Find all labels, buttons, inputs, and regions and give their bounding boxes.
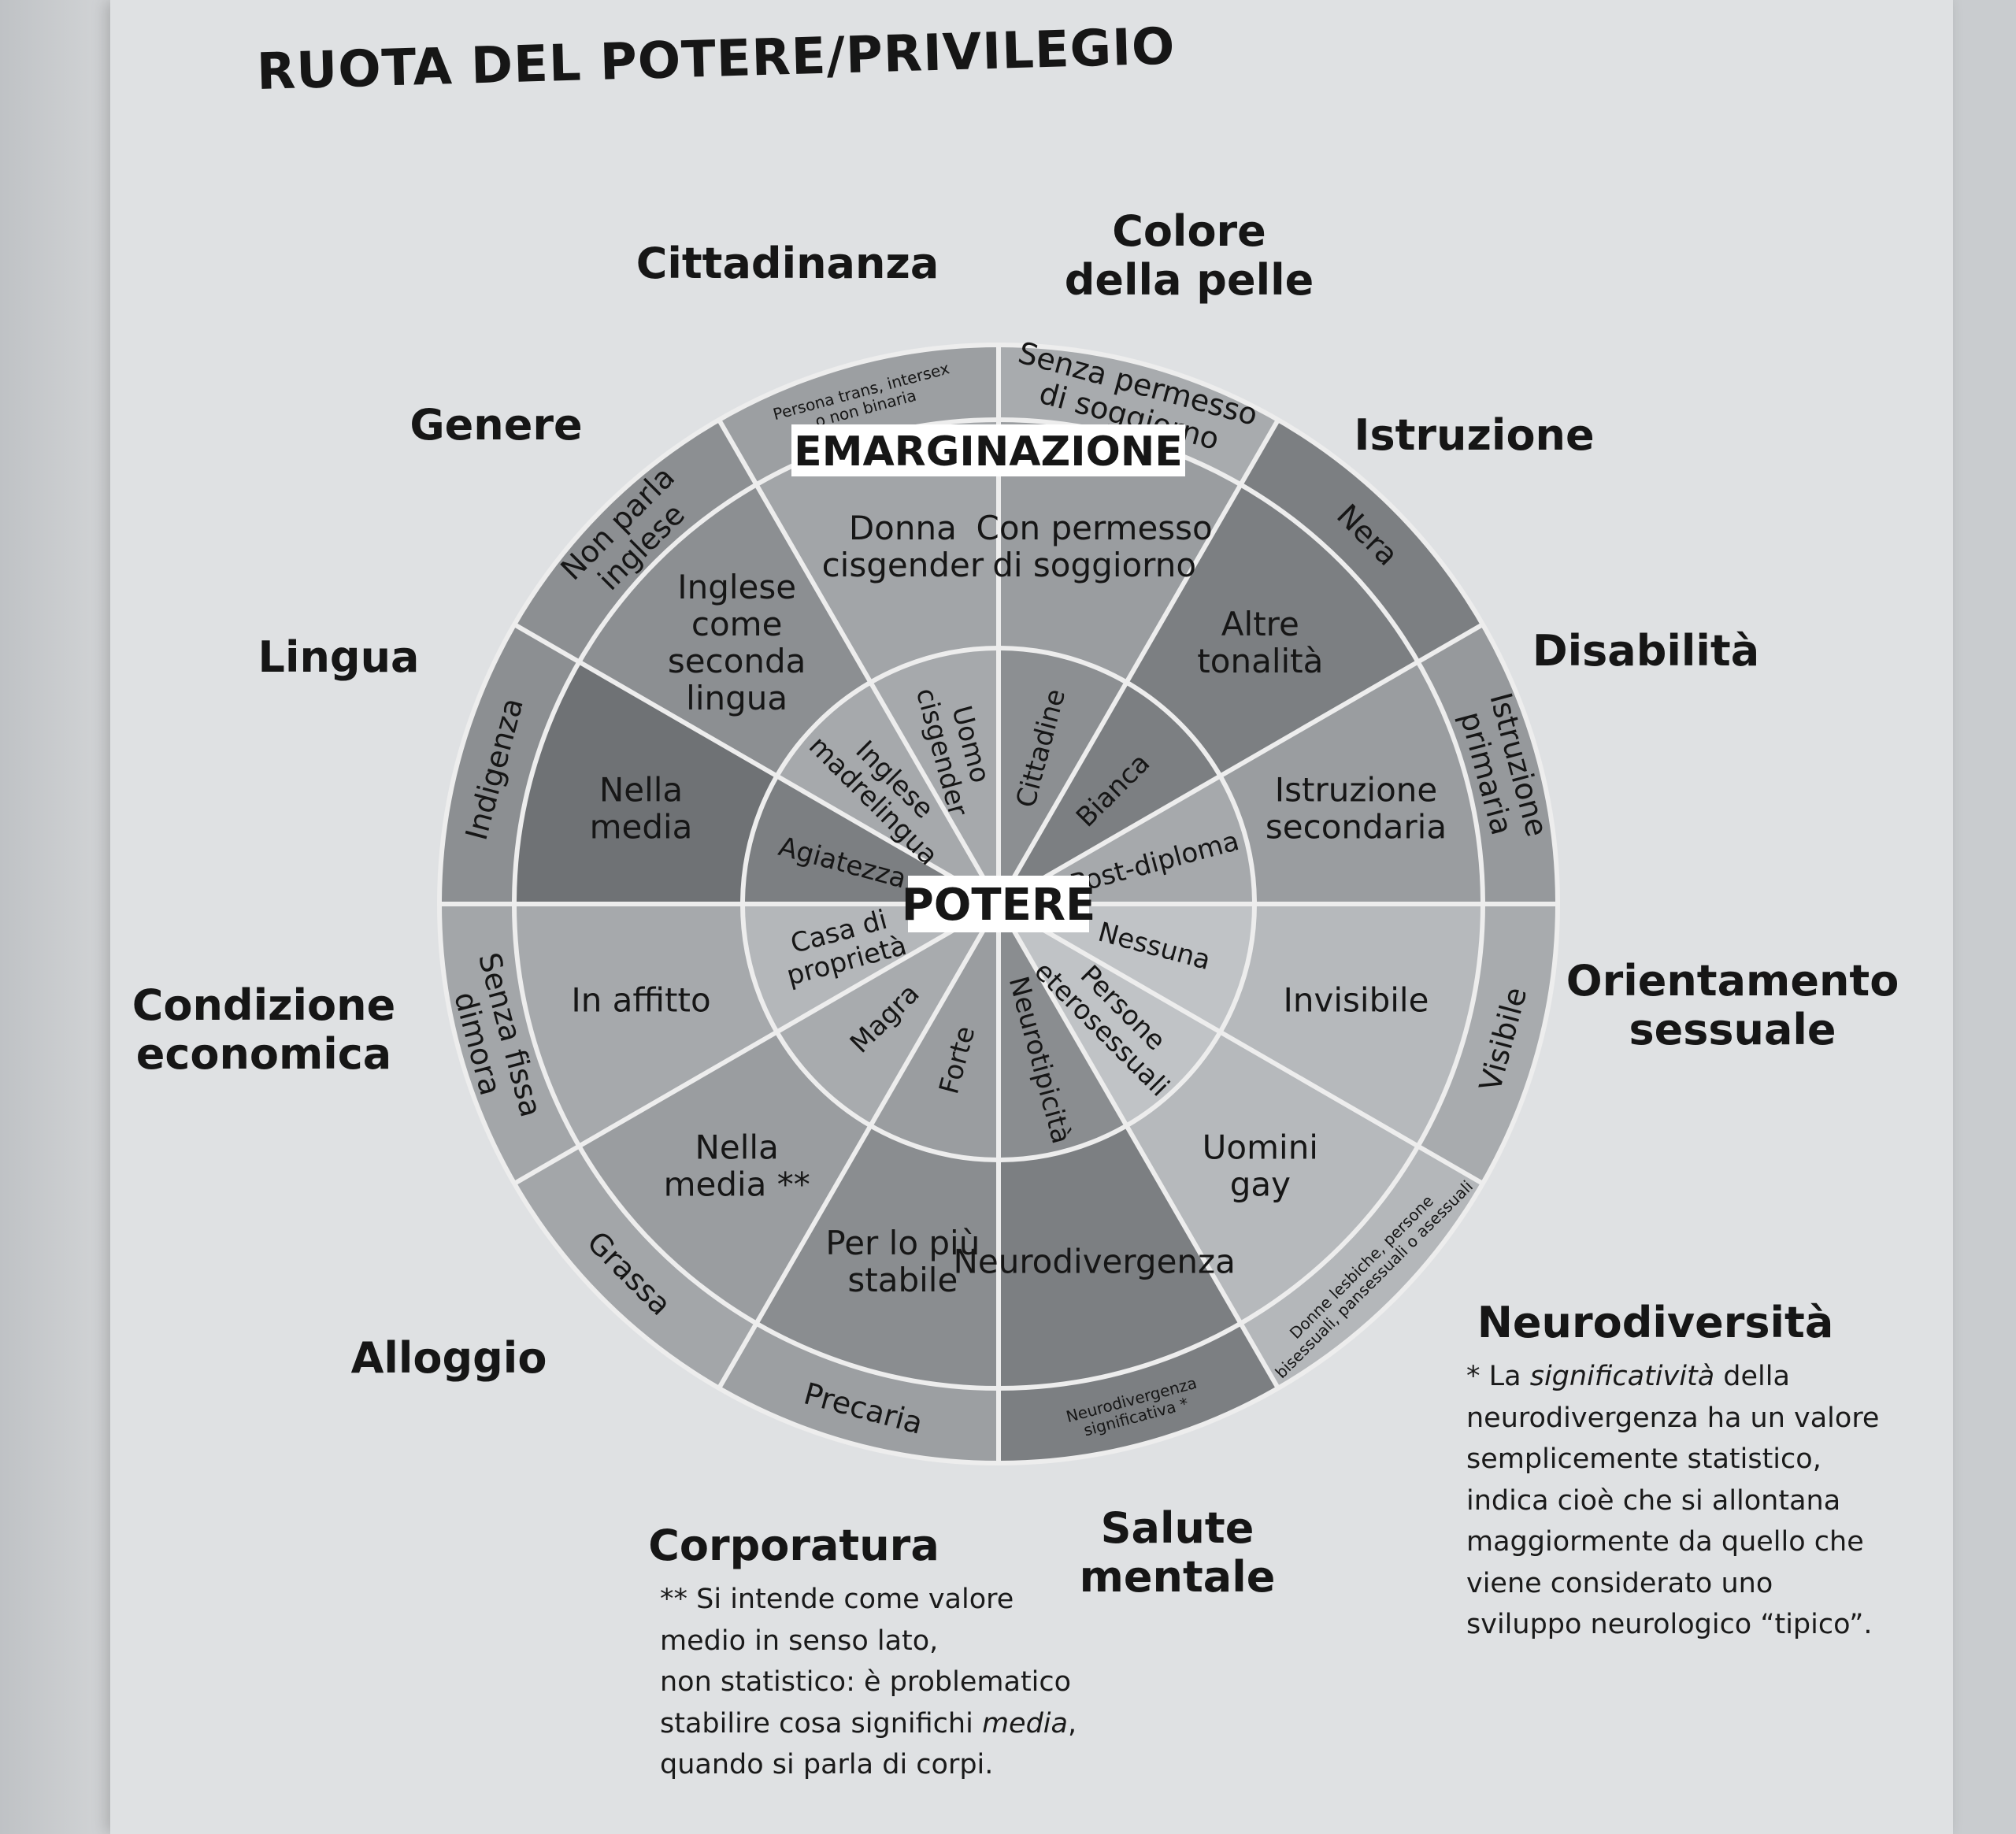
inner-wedge xyxy=(776,682,999,904)
spoke-line xyxy=(513,902,1000,1186)
middle-wedge xyxy=(999,420,1241,683)
center-label: POTERE xyxy=(902,880,1095,931)
spoke-line xyxy=(513,622,1000,906)
middle-wedge xyxy=(756,1125,999,1388)
inner-wedge xyxy=(999,682,1221,904)
inner-wedge xyxy=(999,776,1254,904)
middle-wedge xyxy=(514,904,777,1147)
outer-wedge xyxy=(999,345,1278,485)
outer-wedge xyxy=(719,1323,999,1463)
outer-wedge xyxy=(439,624,580,904)
spoke-line xyxy=(717,902,1001,1390)
spoke-line xyxy=(997,902,1484,1186)
footnote-line: ** Si intende come valore xyxy=(660,1584,1014,1615)
footnote-line: stabilire cosa significhi media, xyxy=(660,1707,1077,1740)
body-size-footnote: ** Si intende come valore medio in senso … xyxy=(660,1579,1077,1786)
footnote-line: medio in senso lato, xyxy=(660,1625,939,1657)
footnote-line: * La significatività della xyxy=(1466,1361,1790,1392)
category-neurodiversita: Neurodiversità xyxy=(1477,1297,1834,1347)
center-badge-bg xyxy=(908,876,1089,932)
middle-wedge xyxy=(514,661,777,904)
middle-wedge xyxy=(756,420,999,683)
category-istruzione: Istruzione xyxy=(1354,409,1595,460)
middle-wedge xyxy=(999,1125,1241,1388)
middle-label-neurodivergenza: Neurodivergenza xyxy=(953,1243,1235,1281)
outer-wedge xyxy=(439,904,580,1184)
inner-wedge xyxy=(999,904,1127,1160)
outer-wedge xyxy=(1240,1146,1483,1388)
category-alloggio: Alloggio xyxy=(350,1332,547,1383)
outer-wedge xyxy=(1418,624,1558,904)
outer-wedge xyxy=(1240,420,1483,662)
category-cittadinanza: Cittadinanza xyxy=(636,238,939,288)
footnote-line: sviluppo neurologico “tipico”. xyxy=(1466,1609,1873,1640)
inner-wedge xyxy=(999,904,1254,1032)
category-lingua: Lingua xyxy=(258,632,420,682)
inner-wedge xyxy=(743,776,999,904)
outer-wedge xyxy=(514,420,757,662)
spoke-line xyxy=(996,418,1280,906)
outer-badge-bg xyxy=(791,424,1185,476)
spoke-line xyxy=(717,418,1001,906)
footnote-line: non statistico: è problematico xyxy=(660,1666,1072,1698)
middle-label-invisibile: Invisibile xyxy=(1284,980,1429,1019)
spoke-line xyxy=(997,622,1484,906)
outer-wedge xyxy=(514,1146,757,1388)
category-genere: Genere xyxy=(410,399,583,450)
outer-ring-label: EMARGINAZIONE xyxy=(794,428,1183,476)
inner-wedge xyxy=(743,904,999,1032)
inner-wedge xyxy=(870,904,999,1160)
footnote-line: maggiormente da quello che xyxy=(1466,1526,1864,1558)
neurodiversity-footnote: * La significatività della neurodivergenz… xyxy=(1466,1356,1879,1646)
footnote-line: viene considerato uno xyxy=(1466,1567,1773,1599)
category-disabilita: Disabilità xyxy=(1532,625,1760,676)
footnote-line: semplicemente statistico, xyxy=(1466,1443,1821,1475)
outer-wedge xyxy=(719,345,999,485)
footnote-line: quando si parla di corpi. xyxy=(660,1749,994,1780)
category-corporatura: Corporatura xyxy=(648,1520,939,1570)
footnote-line: neurodivergenza ha un valore xyxy=(1466,1402,1880,1434)
middle-wedge xyxy=(1220,904,1483,1147)
middle-wedge xyxy=(1220,661,1483,904)
middle-label-in-affitto: In affitto xyxy=(571,980,710,1019)
book-spine xyxy=(0,0,114,1834)
inner-wedge xyxy=(999,648,1127,904)
outer-wedge xyxy=(999,1323,1278,1463)
outer-wedge xyxy=(1418,904,1558,1184)
inner-wedge xyxy=(776,904,999,1126)
inner-wedge xyxy=(870,648,999,904)
spoke-line xyxy=(996,902,1280,1390)
footnote-line: indica cioè che si allontana xyxy=(1466,1484,1841,1517)
inner-wedge xyxy=(999,904,1221,1126)
